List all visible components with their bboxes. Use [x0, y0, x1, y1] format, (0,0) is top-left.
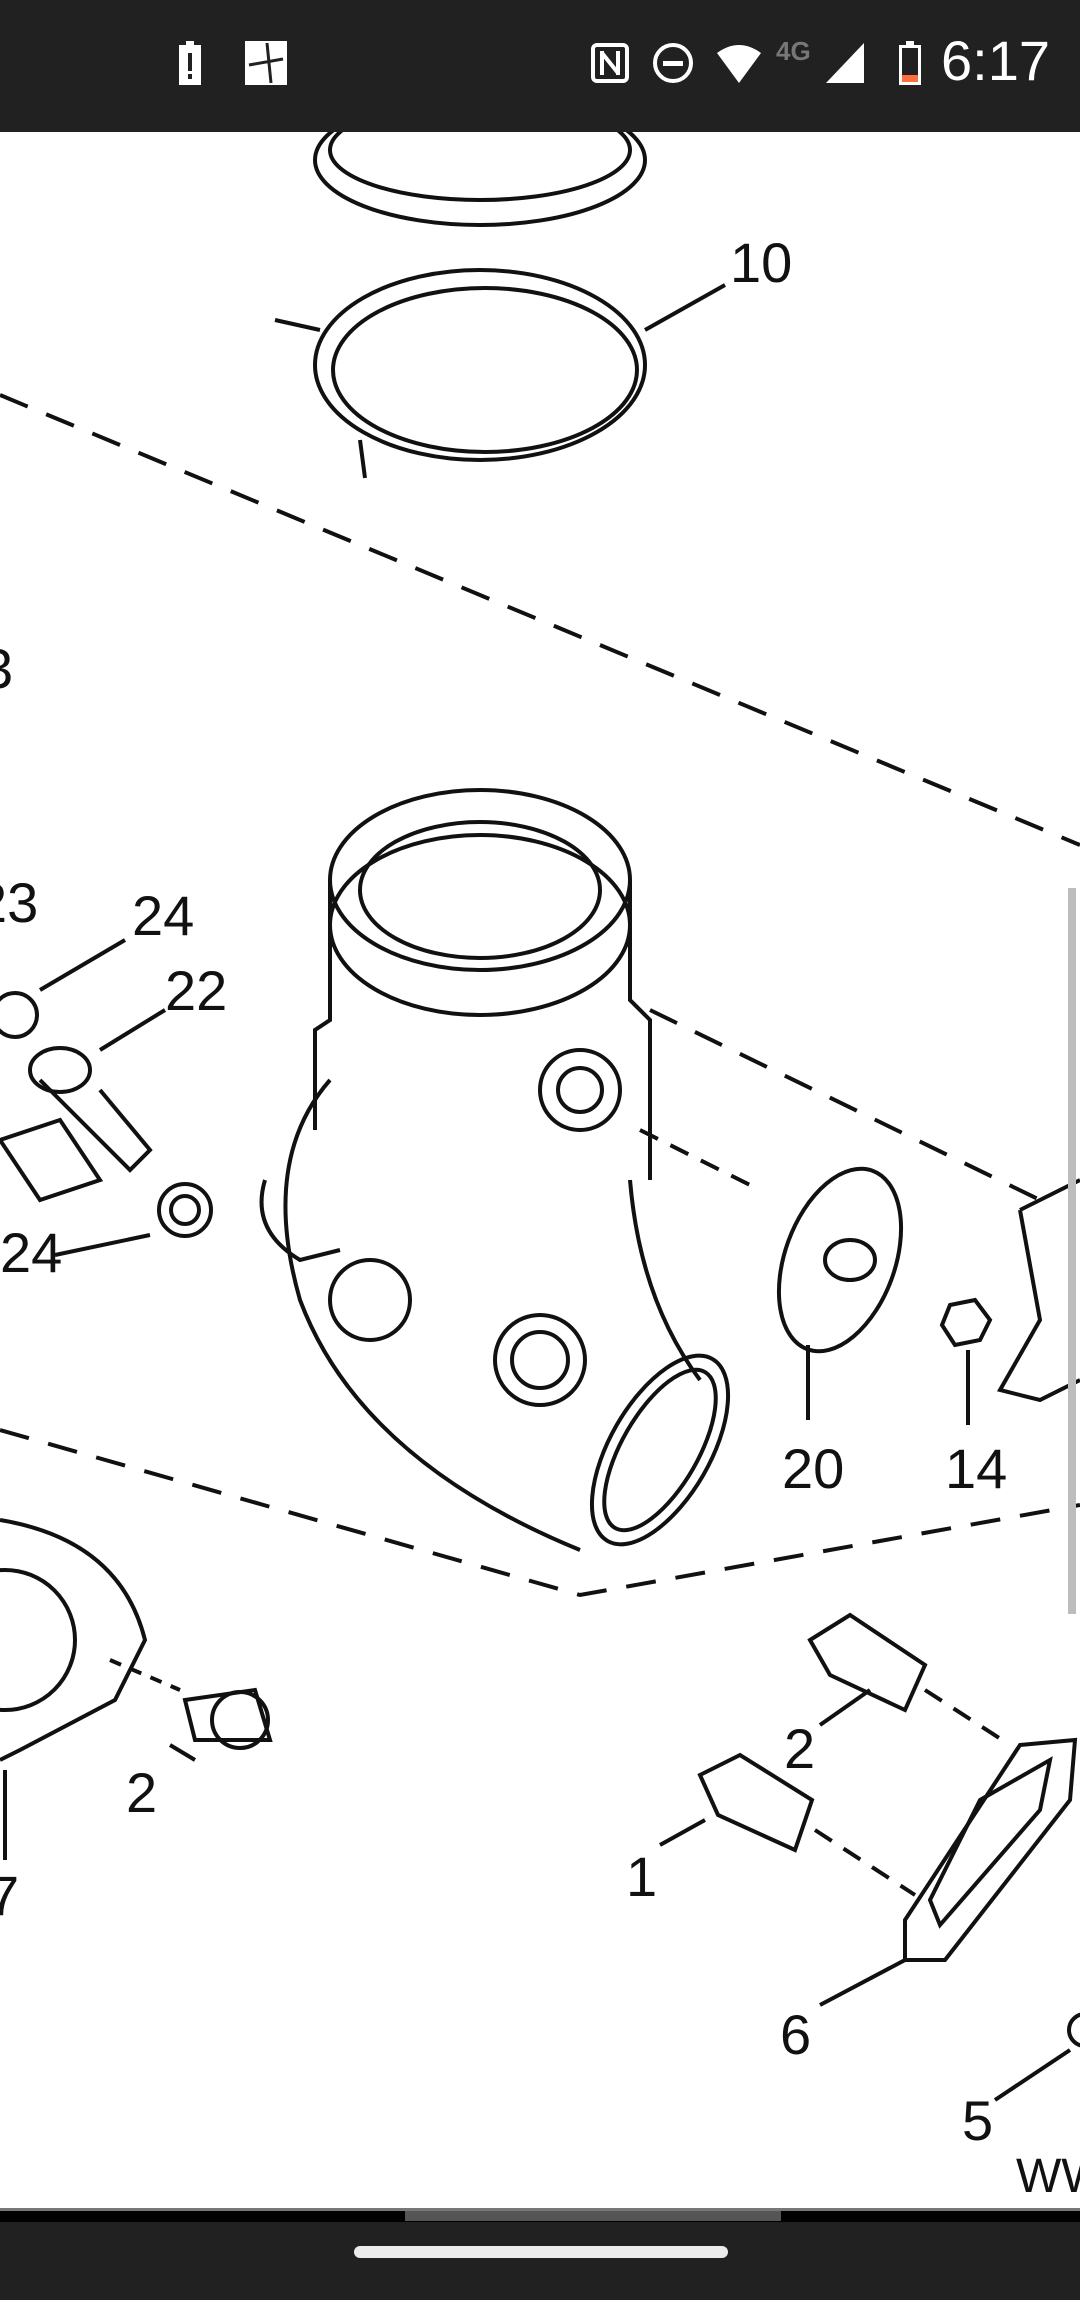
part-label: 14: [945, 1437, 1007, 1500]
exploded-parts-diagram: 10 3 23 24 22 24 20 14 2 2 7 1 6 5 WW: [0, 132, 1080, 2203]
cellular-signal-icon: [826, 40, 866, 86]
bolt-part: [109, 1658, 273, 1762]
horizontal-scrollbar[interactable]: [0, 2208, 1080, 2225]
network-type: 4G: [776, 36, 811, 66]
part-label: 3: [0, 637, 13, 700]
injector-part: [28, 1046, 92, 1094]
o-ring-part: [157, 1182, 213, 1238]
o-ring-part: [0, 991, 39, 1039]
part-label: 5: [962, 2089, 993, 2152]
nut-part: [939, 1297, 993, 1348]
part-label: 10: [730, 231, 792, 294]
bolt-part: [807, 1612, 1012, 1747]
part-label: 22: [165, 959, 227, 1022]
part-label: 24: [132, 884, 194, 947]
part-label: 6: [780, 2003, 811, 2066]
wifi-icon: [714, 40, 764, 86]
bolt-part: [659, 1752, 917, 1897]
nfc-icon: [590, 40, 630, 86]
part-label: 24: [0, 1221, 62, 1284]
battery-low-icon: [898, 40, 922, 86]
part-label: 1: [626, 1845, 657, 1908]
part-label: 2: [126, 1761, 157, 1824]
status-bar: 4G 6:17: [0, 0, 1080, 132]
watermark-text: WW: [1016, 2150, 1080, 2203]
image-viewer[interactable]: 10 3 23 24 22 24 20 14 2 2 7 1 6 5 WW: [0, 132, 1080, 2222]
navigation-bar: [0, 2222, 1080, 2300]
do-not-disturb-icon: [652, 40, 694, 86]
throttle-body-part: [259, 788, 731, 1552]
top-ring-part: [313, 132, 647, 227]
part-label: 7: [0, 1864, 19, 1927]
vertical-scrollbar[interactable]: [1068, 888, 1076, 1614]
battery-alert-icon: [176, 40, 204, 86]
flange-part: [903, 1737, 1078, 1962]
cam-part: [776, 1166, 904, 1354]
plate-part: [0, 1518, 148, 1762]
photo-icon: [244, 40, 288, 86]
horizontal-scroll-thumb[interactable]: [405, 2211, 781, 2221]
part-label: 2: [784, 1717, 815, 1780]
home-gesture-handle[interactable]: [354, 2246, 728, 2258]
part-label: 20: [782, 1437, 844, 1500]
clock: 6:17: [941, 29, 1050, 92]
part-label: 23: [0, 871, 38, 934]
clamp-part: [313, 268, 647, 462]
